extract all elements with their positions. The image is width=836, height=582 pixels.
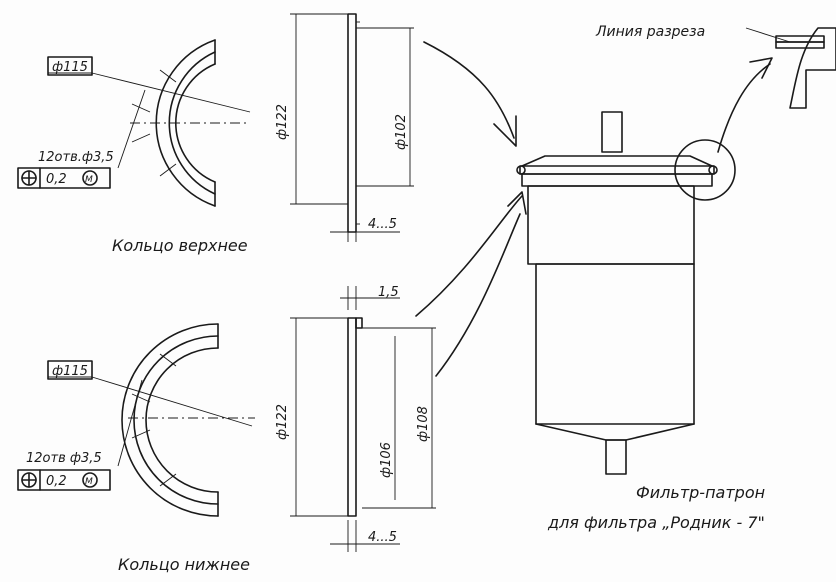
- bottom-ring-thickness-dim: 4...5: [368, 530, 397, 545]
- bottom-ring-tolerance: 0,2: [46, 474, 67, 489]
- bottom-ring-title: Кольцо нижнее: [118, 555, 250, 574]
- top-ring-side-view: [290, 13, 414, 242]
- arrow-bottom-ring-to-filter: [415, 191, 527, 377]
- bottom-ring-side-view: [290, 286, 436, 552]
- filter-caption-line2: для фильтра „Родник - 7": [547, 513, 765, 532]
- bottom-ring-tolerance-modifier: M: [85, 477, 93, 487]
- top-ring-tolerance: 0,2: [46, 172, 67, 187]
- section-detail: [745, 27, 836, 109]
- bottom-ring-inner-dim-2: ф108: [416, 406, 431, 442]
- top-ring-thickness-dim: 4...5: [368, 217, 397, 232]
- top-ring-dia-callout: ф115: [47, 56, 93, 76]
- top-ring-dia-label: ф115: [52, 60, 88, 75]
- top-ring-inner-dim: ф102: [394, 114, 409, 150]
- top-ring-tolerance-frame: 0,2 M: [17, 167, 111, 189]
- filter-cartridge: [516, 111, 736, 475]
- bottom-ring-inner-dim-1: ф106: [379, 442, 394, 478]
- bottom-ring-top-dim: 1,5: [378, 285, 399, 300]
- top-ring-height-dim: ф122: [275, 104, 290, 140]
- bottom-ring-dia-label: ф115: [52, 364, 88, 379]
- bottom-ring-height-dim: ф122: [275, 404, 290, 440]
- bottom-ring-dia-callout: ф115: [47, 360, 93, 380]
- top-ring-front-view: [48, 39, 251, 207]
- top-ring-tolerance-modifier: M: [85, 175, 93, 185]
- arrow-top-ring-to-filter: [423, 41, 517, 147]
- top-ring-title: Кольцо верхнее: [112, 236, 248, 255]
- filter-caption-line1: Фильтр-патрон: [636, 483, 765, 502]
- section-line-label: Линия разреза: [595, 24, 705, 40]
- top-ring-holes-label: 12отв.ф3,5: [38, 150, 114, 165]
- bottom-ring-front-view: [48, 323, 255, 517]
- arrow-to-section-detail: [717, 57, 773, 153]
- bottom-ring-holes-label: 12отв ф3,5: [26, 451, 102, 466]
- bottom-ring-tolerance-frame: 0,2 M: [17, 469, 111, 491]
